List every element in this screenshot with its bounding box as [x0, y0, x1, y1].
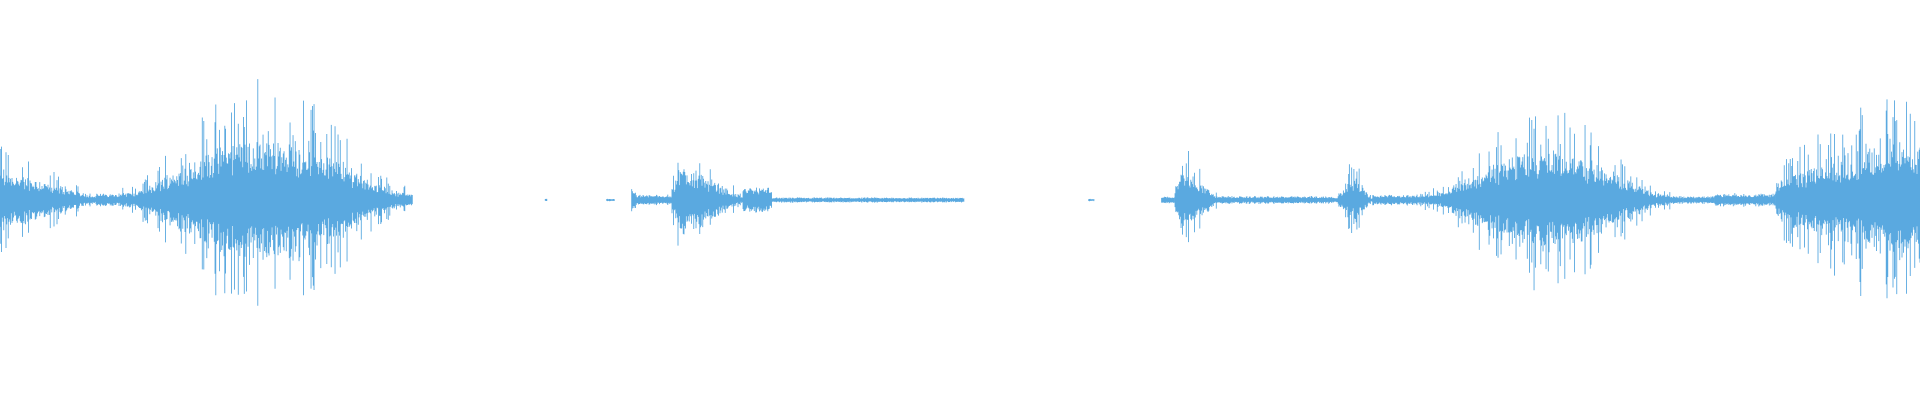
waveform-segment	[742, 187, 772, 213]
waveform-segment	[631, 189, 636, 212]
waveform-segment	[1372, 194, 1422, 206]
waveform-segment	[0, 146, 97, 253]
waveform-segment	[1775, 99, 1920, 299]
waveform-segment	[544, 198, 548, 202]
waveform-segment	[1174, 151, 1219, 243]
waveform-segment	[1669, 196, 1715, 204]
waveform-segment	[1218, 195, 1335, 205]
waveform-segment	[635, 194, 672, 206]
waveform-segment	[1333, 164, 1374, 234]
waveform-segment	[671, 162, 743, 246]
waveform-segment	[1714, 193, 1776, 207]
waveform-segment	[606, 198, 615, 202]
waveform-segment	[1088, 198, 1095, 202]
waveform-segment	[118, 79, 413, 306]
waveform-trace	[0, 79, 1920, 306]
waveform-segment	[95, 193, 119, 207]
waveform-segment	[1161, 196, 1175, 204]
waveform-segment	[1420, 112, 1671, 291]
waveform-segment	[771, 197, 965, 203]
